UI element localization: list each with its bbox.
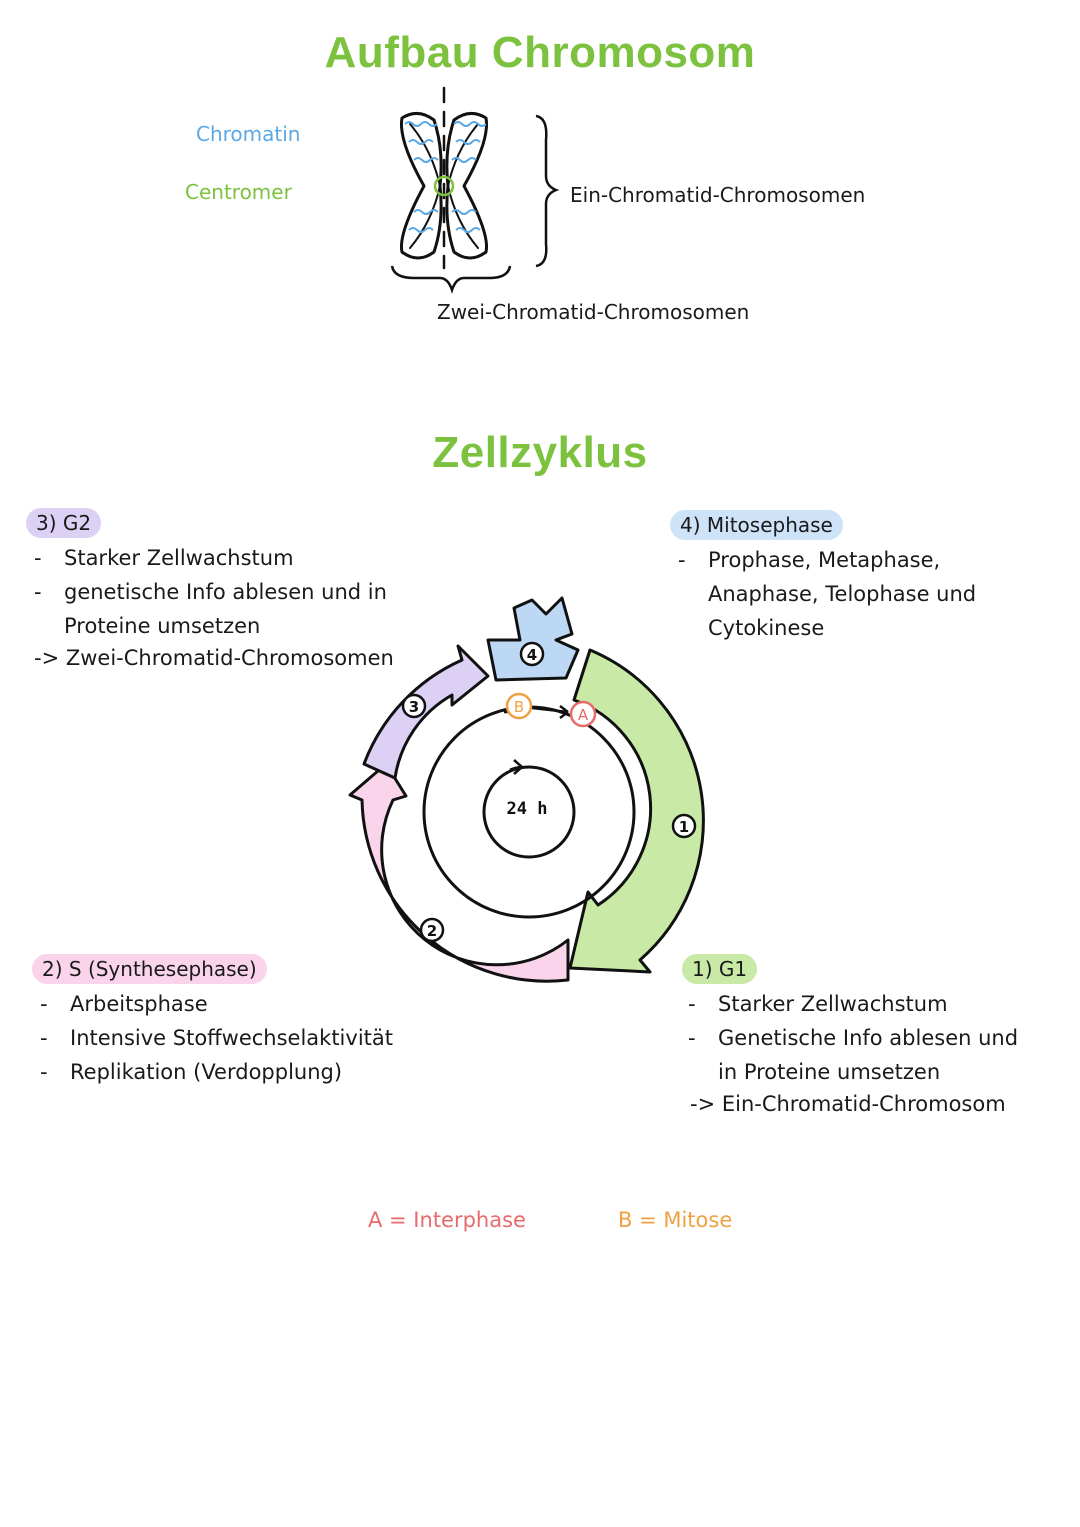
brace-zwei: [390, 265, 512, 294]
number-4: 4: [527, 646, 537, 664]
b-to-a-arrow: [531, 706, 569, 714]
list-item: Replikation (Verdopplung): [36, 1055, 393, 1089]
number-3: 3: [409, 698, 419, 716]
list-item: Intensive Stoffwechselaktivität: [36, 1021, 393, 1055]
number-1: 1: [679, 818, 689, 836]
legend-b: B = Mitose: [618, 1208, 733, 1232]
list-item: Anaphase, Telophase und: [708, 582, 977, 606]
marker-b: B: [514, 698, 524, 716]
label-zwei-chromatid: Zwei-Chromatid-Chromosomen: [437, 300, 750, 324]
legend-a: A = Interphase: [368, 1208, 526, 1232]
phase-arc-g1: [568, 648, 705, 974]
label-chromatin: Chromatin: [196, 122, 301, 146]
chromosome-figure: [399, 86, 489, 270]
list-item: Genetische Info ablesen und: [684, 1021, 1018, 1055]
phase-g1-heading: 1) G1: [682, 954, 758, 984]
label-ein-chromatid: Ein-Chromatid-Chromosomen: [570, 183, 866, 207]
list-item: in Proteine umsetzen: [718, 1060, 941, 1084]
phase-g2-result: -> Zwei-Chromatid-Chromosomen: [34, 646, 394, 670]
center-label: 24 h: [507, 799, 548, 819]
list-item: Prophase, Metaphase,: [674, 543, 976, 577]
list-item: Proteine umsetzen: [64, 614, 261, 638]
marker-a-circle: [569, 700, 597, 728]
label-centromer: Centromer: [185, 180, 292, 204]
phase-g2-list: Starker Zellwachstum genetische Info abl…: [30, 541, 387, 643]
number-circle-4: [519, 641, 545, 667]
number-circle-1: [671, 813, 697, 839]
list-item: Starker Zellwachstum: [684, 987, 1018, 1021]
list-item: Starker Zellwachstum: [30, 541, 387, 575]
chromosome-title: Aufbau Chromosom: [324, 28, 756, 77]
list-item: genetische Info ablesen und in: [30, 575, 387, 609]
phase-m-list: Prophase, Metaphase, Anaphase, Telophase…: [674, 543, 976, 645]
number-2: 2: [427, 922, 437, 940]
list-item: Arbeitsphase: [36, 987, 393, 1021]
phase-g1-list: Starker Zellwachstum Genetische Info abl…: [684, 987, 1018, 1089]
chromatin-squiggles: [404, 121, 487, 233]
centromer-mark: [433, 175, 455, 197]
phase-arc-g2: [362, 644, 490, 780]
number-circle-3: [401, 693, 427, 719]
center-circle: [482, 765, 576, 859]
cycle-title: Zellzyklus: [432, 428, 648, 477]
brace-ein: [535, 114, 560, 268]
phase-m-heading: 4) Mitosephase: [670, 510, 843, 540]
marker-a: A: [578, 706, 589, 724]
phase-g2-heading: 3) G2: [26, 508, 102, 538]
list-item: Cytokinese: [708, 616, 825, 640]
phase-arc-s: [348, 762, 570, 983]
marker-b-circle: [505, 692, 533, 720]
number-circle-2: [419, 917, 445, 943]
phase-s-list: Arbeitsphase Intensive Stoffwechselaktiv…: [36, 987, 393, 1089]
phase-s-heading: 2) S (Synthesephase): [32, 954, 267, 984]
phase-block-m: [486, 596, 580, 682]
phase-g1-result: -> Ein-Chromatid-Chromosom: [690, 1092, 1006, 1116]
